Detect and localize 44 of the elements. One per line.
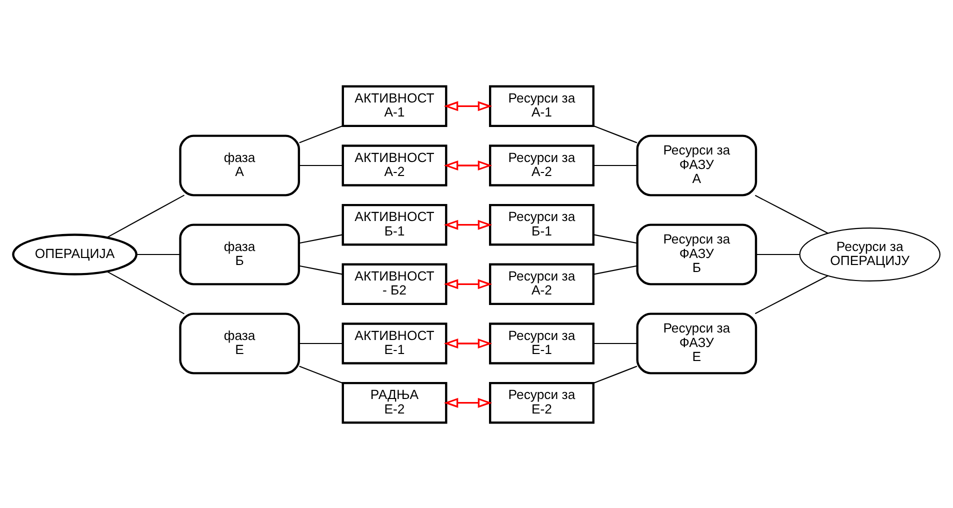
connector — [299, 365, 343, 384]
node-box: Ресурси за Б-1 — [489, 203, 594, 246]
arrow — [444, 278, 492, 289]
connector — [593, 365, 638, 384]
node-box: АКТИВНОСТ А-1 — [342, 84, 448, 127]
connector — [106, 194, 185, 238]
node-box: АКТИВНОСТ - Б2 — [342, 262, 448, 305]
connector — [299, 124, 343, 143]
arrow — [444, 338, 492, 348]
arrow — [444, 397, 492, 408]
node-box: АКТИВНОСТ Б-1 — [342, 203, 448, 246]
node-ellipse: ОПЕРАЦИЈА — [12, 233, 138, 275]
node-box: Ресурси за ФАЗУ А — [636, 134, 758, 196]
connector — [754, 274, 828, 314]
connector — [593, 124, 638, 143]
connector — [754, 194, 828, 234]
node-box: фаза Б — [179, 223, 300, 285]
arrow — [444, 160, 492, 170]
node-box: РАДЊА Е-2 — [342, 381, 448, 424]
connector — [106, 270, 185, 314]
node-box: Ресурси за А-2 — [489, 144, 594, 186]
node-box: Ресурси за Е-2 — [489, 381, 594, 424]
connector — [594, 264, 638, 274]
node-box: фаза А — [179, 134, 300, 196]
node-box: АКТИВНОСТ А-2 — [342, 144, 448, 186]
node-ellipse: Ресурси за ОПЕРАЦИЈУ — [799, 227, 940, 281]
arrow — [444, 219, 492, 230]
node-box: АКТИВНОСТ Е-1 — [342, 322, 448, 364]
connector — [136, 253, 180, 255]
connector — [299, 342, 343, 344]
connector — [756, 253, 800, 255]
connector — [299, 264, 343, 274]
node-box: Ресурси за ФАЗУ Е — [636, 312, 758, 374]
connector — [299, 234, 343, 244]
connector — [594, 342, 637, 344]
node-box: Ресурси за Е-1 — [489, 322, 594, 364]
node-box: Ресурси за А-2 — [489, 262, 594, 305]
node-box: фаза Е — [179, 312, 300, 374]
arrow — [444, 100, 492, 111]
node-box: Ресурси за ФАЗУ Б — [636, 223, 758, 285]
connector — [299, 164, 343, 166]
connector — [594, 164, 637, 166]
connector — [594, 234, 638, 244]
node-box: Ресурси за А-1 — [489, 84, 594, 127]
